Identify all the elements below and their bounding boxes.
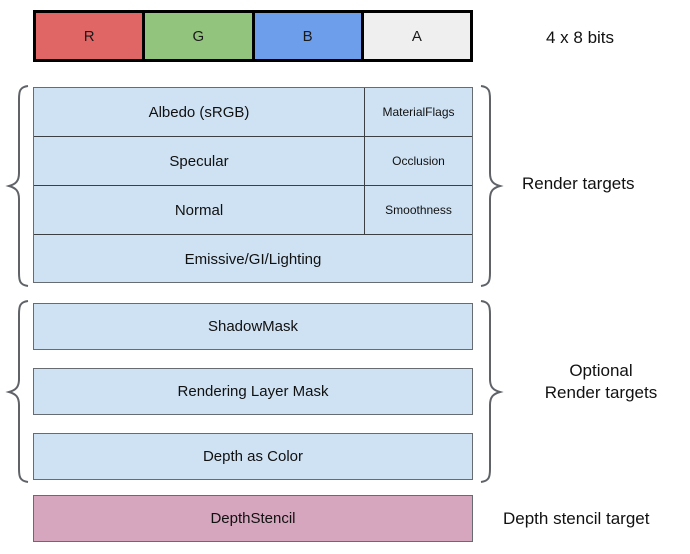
optional-render-target-name: ShadowMask (207, 318, 299, 335)
channel-cell-label: G (192, 27, 205, 45)
channel-cell-label: A (411, 27, 422, 45)
channel-bar: R G B A (33, 10, 473, 62)
brace-left-optional-render-targets (5, 300, 29, 483)
render-target-name: Specular (169, 152, 229, 170)
render-target-alpha-channel: Occlusion (364, 137, 472, 185)
channel-cell-r: R (36, 13, 146, 59)
channel-cell-a: A (363, 13, 470, 59)
channel-cell-b: B (254, 13, 364, 59)
render-target-name: Emissive/GI/Lighting (184, 251, 322, 268)
render-target-row: Emissive/GI/Lighting (34, 235, 472, 284)
channel-bar-label: 4 x 8 bits (546, 28, 615, 47)
optional-render-target-name: Rendering Layer Mask (177, 383, 329, 400)
depth-stencil-name: DepthStencil (210, 510, 296, 527)
channel-cell-g: G (145, 13, 255, 59)
channel-cell-label: R (83, 27, 95, 45)
render-target-name: Normal (174, 201, 224, 219)
render-target-name: Albedo (sRGB) (148, 103, 250, 121)
channel-cell-label: B (302, 27, 313, 45)
depth-stencil-label: Depth stencil target (503, 509, 650, 528)
render-target-alpha-channel: MaterialFlags (364, 88, 472, 136)
render-target-row: Specular Occlusion (34, 137, 472, 186)
render-targets-table: Albedo (sRGB) MaterialFlags Specular Occ… (33, 87, 473, 283)
render-target-row: Albedo (sRGB) MaterialFlags (34, 88, 472, 137)
optional-render-target-box: Rendering Layer Mask (33, 368, 473, 415)
optional-render-target-name: Depth as Color (202, 448, 304, 465)
optional-render-target-box: Depth as Color (33, 433, 473, 480)
render-target-alpha-channel: Smoothness (364, 186, 472, 234)
brace-right-optional-render-targets (480, 300, 504, 483)
render-target-row: Normal Smoothness (34, 186, 472, 235)
optional-render-target-box: ShadowMask (33, 303, 473, 350)
brace-right-render-targets (480, 85, 504, 287)
render-targets-label: Render targets (522, 174, 635, 193)
depth-stencil-box: DepthStencil (33, 495, 473, 542)
optional-render-targets-label: Optional Render targets (544, 361, 658, 403)
brace-left-render-targets (5, 85, 29, 287)
